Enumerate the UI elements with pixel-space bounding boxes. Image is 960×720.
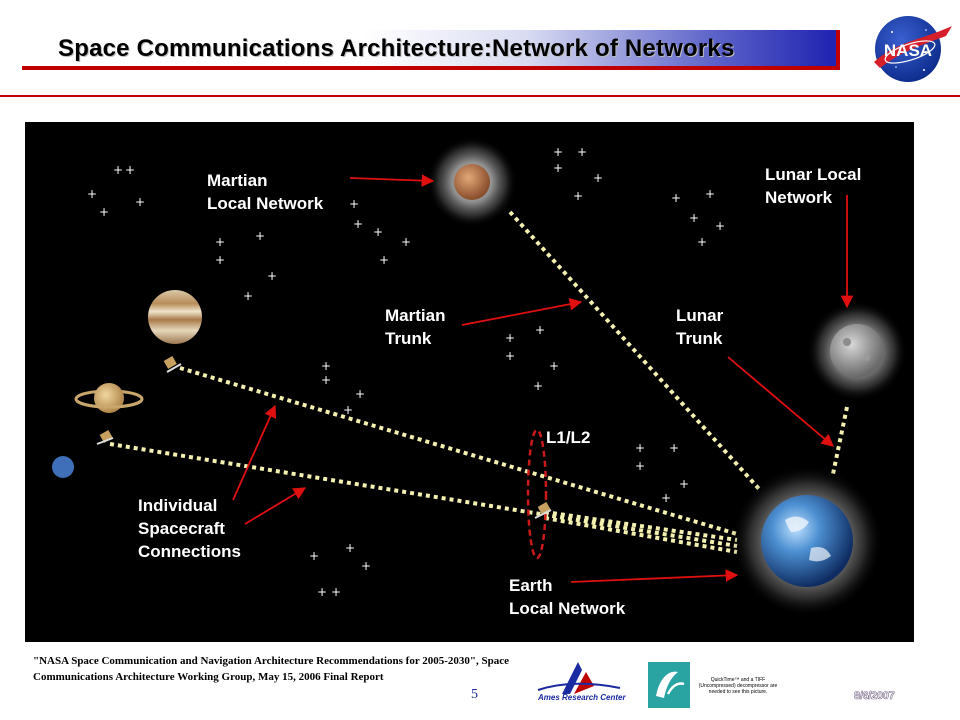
star-field: +++ +++ +++ +++ +++ +++ +++ +++ +++ +++ … [87,145,725,599]
page-number: 5 [471,687,478,702]
l1l2-label: L1/L2 [546,428,591,447]
martian-trunk-label: Martian Trunk [385,306,446,348]
spacecraft-icon [534,502,552,519]
ames-logo-text: Ames Research Center [538,693,626,702]
moon [807,301,907,401]
svg-text:+: + [373,225,383,239]
title-bar: Space Communications Architecture:Networ… [22,30,840,70]
svg-text:+: + [679,477,689,491]
svg-text:+: + [135,195,145,209]
svg-text:+: + [669,441,679,455]
page-title: Space Communications Architecture:Networ… [58,35,735,62]
mars-planet [427,137,517,227]
svg-text:+: + [321,373,331,387]
svg-text:+: + [379,253,389,267]
svg-text:+: + [87,187,97,201]
svg-text:+: + [697,235,707,249]
slide-date: 8/6/2007 [854,690,895,703]
lunar-local-network-label: Lunar Local Network [765,165,862,207]
ball-logo [648,662,690,708]
lunar-trunk-label: Lunar Trunk [676,306,724,348]
svg-text:+: + [125,163,135,177]
svg-text:+: + [215,253,225,267]
svg-text:+: + [573,189,583,203]
svg-text:+: + [505,349,515,363]
svg-text:+: + [321,359,331,373]
svg-text:+: + [535,323,545,337]
svg-text:+: + [309,549,319,563]
svg-text:+: + [635,441,645,455]
martian-local-network-label: Martian Local Network [207,171,324,213]
nasa-logo-text: NASA [884,41,932,60]
earth-local-network-label: Earth Local Network [509,576,626,618]
svg-text:+: + [361,559,371,573]
svg-text:+: + [671,191,681,205]
svg-text:+: + [349,197,359,211]
svg-text:+: + [661,491,671,505]
neptune-planet [52,456,74,478]
ames-logo [537,662,621,694]
nasa-logo: NASA [874,16,952,82]
spacecraft-icon [96,430,114,445]
svg-text:+: + [215,235,225,249]
svg-text:+: + [113,163,123,177]
saturn-planet [74,383,144,413]
pointer-arrows [232,174,854,583]
svg-text:+: + [243,289,253,303]
svg-text:+: + [505,331,515,345]
jupiter-planet [148,290,202,344]
svg-text:+: + [635,459,645,473]
svg-text:+: + [353,217,363,231]
svg-text:+: + [255,229,265,243]
svg-text:+: + [715,219,725,233]
svg-text:+: + [533,379,543,393]
l1l2-orbit-ellipse [526,428,548,560]
svg-text:+: + [689,211,699,225]
communication-links [109,210,849,554]
svg-text:+: + [401,235,411,249]
svg-text:+: + [345,541,355,555]
svg-text:+: + [267,269,277,283]
svg-text:+: + [553,161,563,175]
svg-text:+: + [549,359,559,373]
svg-text:+: + [355,387,365,401]
svg-text:+: + [343,403,353,417]
svg-text:+: + [99,205,109,219]
title-rule [0,95,960,97]
earth-planet [731,465,883,617]
network-diagram: +++ +++ +++ +++ +++ +++ +++ +++ +++ +++ … [25,122,914,642]
svg-text:+: + [705,187,715,201]
svg-text:+: + [317,585,327,599]
svg-text:+: + [577,145,587,159]
svg-text:+: + [331,585,341,599]
reference-citation: "NASA Space Communication and Navigation… [33,655,510,683]
quicktime-placeholder-note: QuickTime™ and a TIFF (Uncompressed) dec… [698,677,778,695]
svg-text:+: + [593,171,603,185]
individual-spacecraft-connections-label: Individual Spacecraft Connections [138,496,241,561]
svg-text:+: + [553,145,563,159]
spacecraft-icon [163,356,182,373]
